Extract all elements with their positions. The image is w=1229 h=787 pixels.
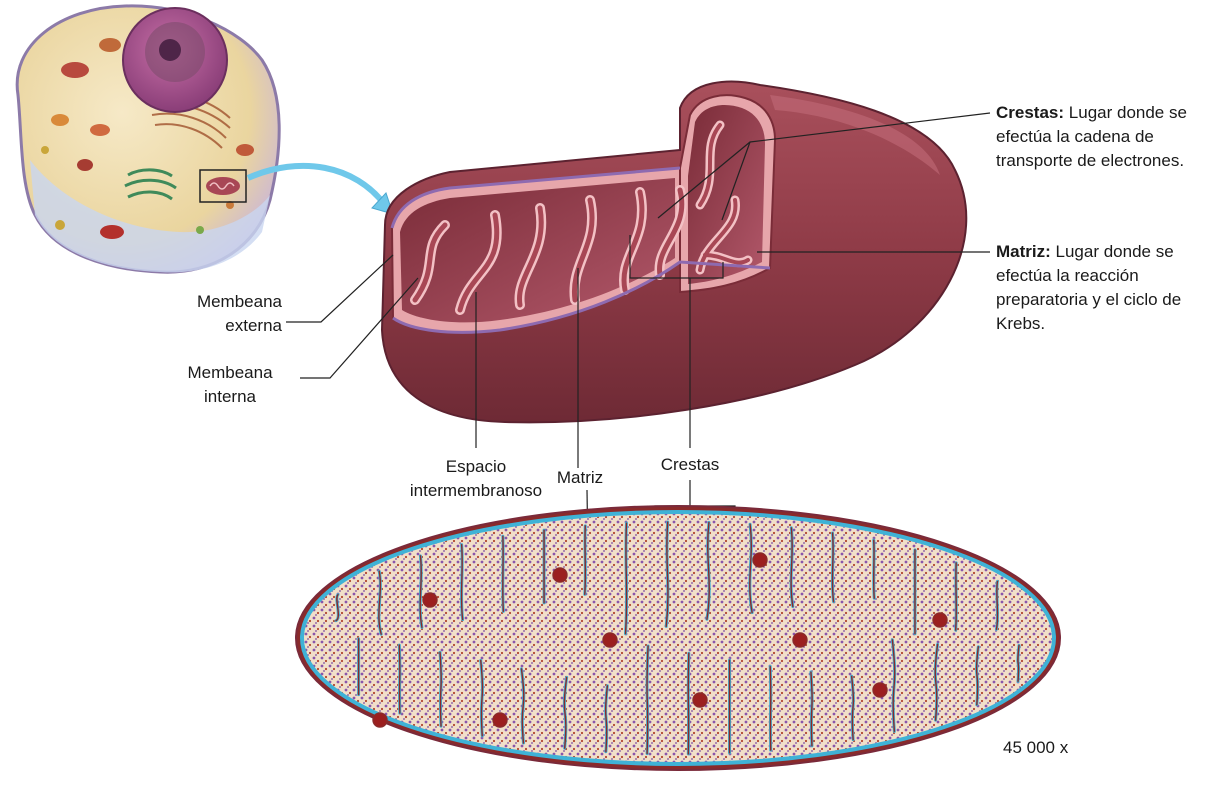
electron-micrograph (296, 506, 1060, 770)
em-granule (373, 713, 387, 727)
label-outer-membrane: Membeana externa (160, 290, 282, 338)
label-inner-membrane: Membeana interna (165, 361, 295, 409)
em-granule (493, 713, 507, 727)
description-cristae-term: Crestas: (996, 103, 1064, 122)
label-intermembrane-space-line2: intermembranoso (398, 479, 554, 503)
em-crista-core (688, 653, 689, 754)
em-granule (933, 613, 947, 627)
em-granule (873, 683, 887, 697)
em-granule (753, 553, 767, 567)
cell-thumbnail (17, 6, 279, 273)
em-crista-core (625, 523, 626, 634)
em-crista-core (770, 667, 771, 751)
label-outer-membrane-line2: externa (160, 314, 282, 338)
description-matrix-term: Matriz: (996, 242, 1051, 261)
label-intermembrane-space-line1: Espacio (398, 455, 554, 479)
label-outer-membrane-line1: Membeana (160, 290, 282, 314)
em-granule (693, 693, 707, 707)
em-crista-core (440, 652, 441, 726)
label-inner-membrane-line2: interna (165, 385, 295, 409)
em-granule (423, 593, 437, 607)
em-crista-core (874, 540, 875, 598)
em-crista-core (996, 581, 997, 629)
em-crista-core (832, 533, 833, 602)
label-cristae: Crestas (645, 453, 735, 477)
label-matrix: Matriz (540, 466, 620, 490)
description-cristae: Crestas: Lugar donde se efectúa la caden… (996, 101, 1222, 173)
em-crista-core (647, 646, 648, 754)
em-granule (553, 568, 567, 582)
magnification-label: 45 000 x (1003, 736, 1113, 760)
em-crista-core (503, 536, 504, 611)
label-intermembrane-space: Espacio intermembranoso (398, 455, 554, 503)
em-crista-core (811, 672, 812, 746)
em-crista-core (399, 645, 400, 713)
label-inner-membrane-line1: Membeana (165, 361, 295, 385)
em-crista-core (461, 545, 462, 620)
em-crista-core (585, 526, 586, 595)
em-crista-core (1018, 645, 1019, 681)
em-granule (603, 633, 617, 647)
em-granule (793, 633, 807, 647)
description-matrix: Matriz: Lugar donde se efectúa la reacci… (996, 240, 1222, 336)
em-crista-core (956, 563, 957, 630)
